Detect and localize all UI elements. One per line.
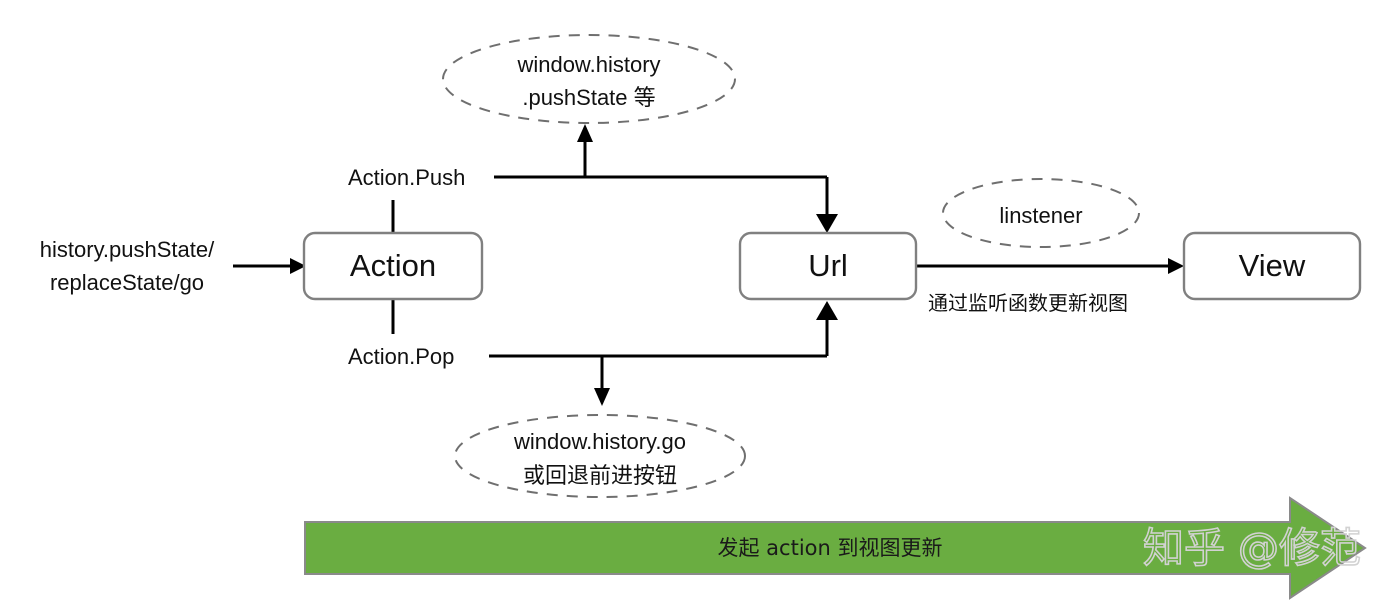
node-action[interactable]: Action <box>302 231 484 301</box>
flow-banner: 发起 action 到视图更新 <box>304 496 1367 600</box>
url-box-label: Url <box>808 248 848 283</box>
historygo-ellipse-line2: 或回退前进按钮 <box>523 463 677 488</box>
linstener-ellipse-label: linstener <box>999 203 1082 228</box>
node-pushstate-ellipse[interactable]: window.history .pushState 等 <box>442 34 736 124</box>
pop-to-url-arrow <box>816 301 838 356</box>
push-to-pushstate-arrow <box>577 124 593 177</box>
view-box-label: View <box>1239 248 1306 283</box>
input-label-line1: history.pushState/ <box>40 237 215 262</box>
node-view[interactable]: View <box>1182 231 1362 301</box>
historygo-ellipse-line1: window.history.go <box>513 429 686 454</box>
pushstate-ellipse-line2: .pushState 等 <box>522 85 655 110</box>
push-to-url-arrow <box>816 177 838 233</box>
url-to-view-arrow <box>915 258 1184 274</box>
banner-arrow-shape <box>304 496 1367 600</box>
historygo-ellipse-shape[interactable] <box>454 414 746 498</box>
action-box-rect[interactable] <box>302 231 484 301</box>
url-box-rect[interactable] <box>738 231 918 301</box>
banner-label: 发起 action 到视图更新 <box>718 536 943 560</box>
pushstate-ellipse-line1: window.history <box>516 52 660 77</box>
watermark-zhihu: 知乎 @修范 <box>1143 524 1361 572</box>
node-linstener-ellipse[interactable]: linstener <box>942 178 1140 248</box>
view-box-rect[interactable] <box>1182 231 1362 301</box>
action-box-label: Action <box>350 248 436 283</box>
node-historygo-ellipse[interactable]: window.history.go 或回退前进按钮 <box>454 414 746 498</box>
action-pop-label: Action.Pop <box>348 344 454 369</box>
update-view-note: 通过监听函数更新视图 <box>928 291 1128 315</box>
pop-to-historygo-arrow <box>594 356 610 406</box>
node-url[interactable]: Url <box>738 231 918 301</box>
linstener-ellipse-shape[interactable] <box>942 178 1140 248</box>
input-arrow <box>233 258 306 274</box>
action-push-label: Action.Push <box>348 165 465 190</box>
pushstate-ellipse-shape[interactable] <box>442 34 736 124</box>
input-label-line2: replaceState/go <box>50 270 204 295</box>
